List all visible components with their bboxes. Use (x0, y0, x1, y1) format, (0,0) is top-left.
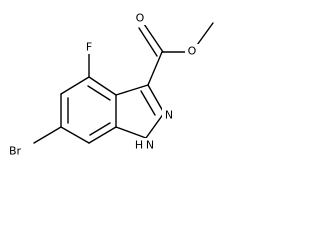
bond-c3a-c4 (88, 76, 117, 96)
nh-nitrogen-label: N (146, 139, 154, 152)
bond-carbonyl-o-double-a (143, 23, 164, 53)
atom-labels: F Br O O N H N (4, 11, 199, 158)
bond-carbonyl-o-double-b (138, 27, 158, 57)
bond-c3-n2 (147, 84, 165, 114)
bond-c3-carbonyl (147, 51, 163, 86)
bond-c4-c5 (60, 76, 90, 95)
ester-oxygen-label: O (188, 45, 197, 58)
bond-c4-c4-inner (87, 85, 111, 101)
bond-n1-c7a (115, 126, 147, 139)
bromine-label: Br (9, 145, 22, 158)
bond-c6-br (33, 126, 62, 144)
nh-hydrogen-label: H (135, 139, 143, 152)
carbonyl-oxygen-label: O (136, 12, 145, 25)
bond-c6-c7 (60, 126, 90, 144)
ring-nitrogen-label: N (165, 109, 173, 122)
bond-c7-c7a (88, 126, 117, 144)
bond-c7-c7a-inner (89, 122, 111, 136)
chemical-structure: F Br O O N H N (4, 11, 214, 158)
bonds (33, 22, 214, 144)
bond-n2-n1 (145, 112, 165, 139)
fluorine-label: F (86, 41, 92, 54)
bond-c3a-c3 (115, 84, 149, 96)
bond-c3-n2-inner (140, 90, 156, 116)
